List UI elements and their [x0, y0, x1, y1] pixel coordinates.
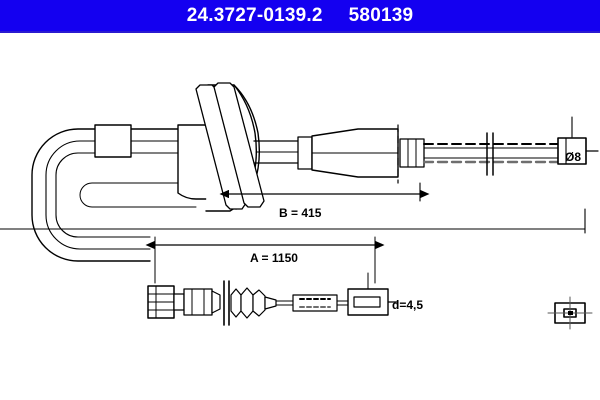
- adjuster-sleeve: [292, 294, 338, 312]
- dimension-label-b: B = 415: [279, 206, 322, 220]
- lower-barrel: [183, 288, 213, 316]
- bellows-3: [252, 289, 266, 317]
- lower-neck-1: [173, 293, 185, 311]
- cable-sleeve-block: [94, 124, 132, 158]
- cable-core-guide: [79, 182, 197, 208]
- dimension-label-a: A = 1150: [250, 251, 298, 265]
- bellows-2: [240, 287, 254, 319]
- part-number: 24.3727-0139.2: [186, 5, 323, 26]
- drawing-canvas: B = 415 A = 1150 d=4,5 Ø8: [0, 33, 600, 400]
- header-divider: [0, 31, 600, 33]
- ferrule-block: [399, 138, 425, 168]
- dimension-label-diameter: Ø8: [565, 150, 582, 164]
- bracket-strap-right: [213, 82, 265, 208]
- cable-inner-sheath: [45, 140, 187, 250]
- reference-number: 580139: [348, 5, 414, 26]
- bellows-1: [230, 288, 242, 318]
- connector-symbol-icon: [547, 296, 593, 330]
- clevis-slot: [353, 296, 381, 308]
- dimension-label-d: d=4,5: [392, 298, 424, 312]
- cable-outer-sheath-inner-wall: [55, 152, 187, 238]
- cable-outer-sheath-upper: [31, 128, 187, 262]
- collar-before-cone: [297, 136, 313, 170]
- lower-taper-1: [211, 290, 221, 314]
- header-bar: 24.3727-0139.2 580139: [0, 0, 600, 31]
- lower-taper-2: [264, 296, 277, 310]
- cable-assembly-diagram: [0, 82, 599, 330]
